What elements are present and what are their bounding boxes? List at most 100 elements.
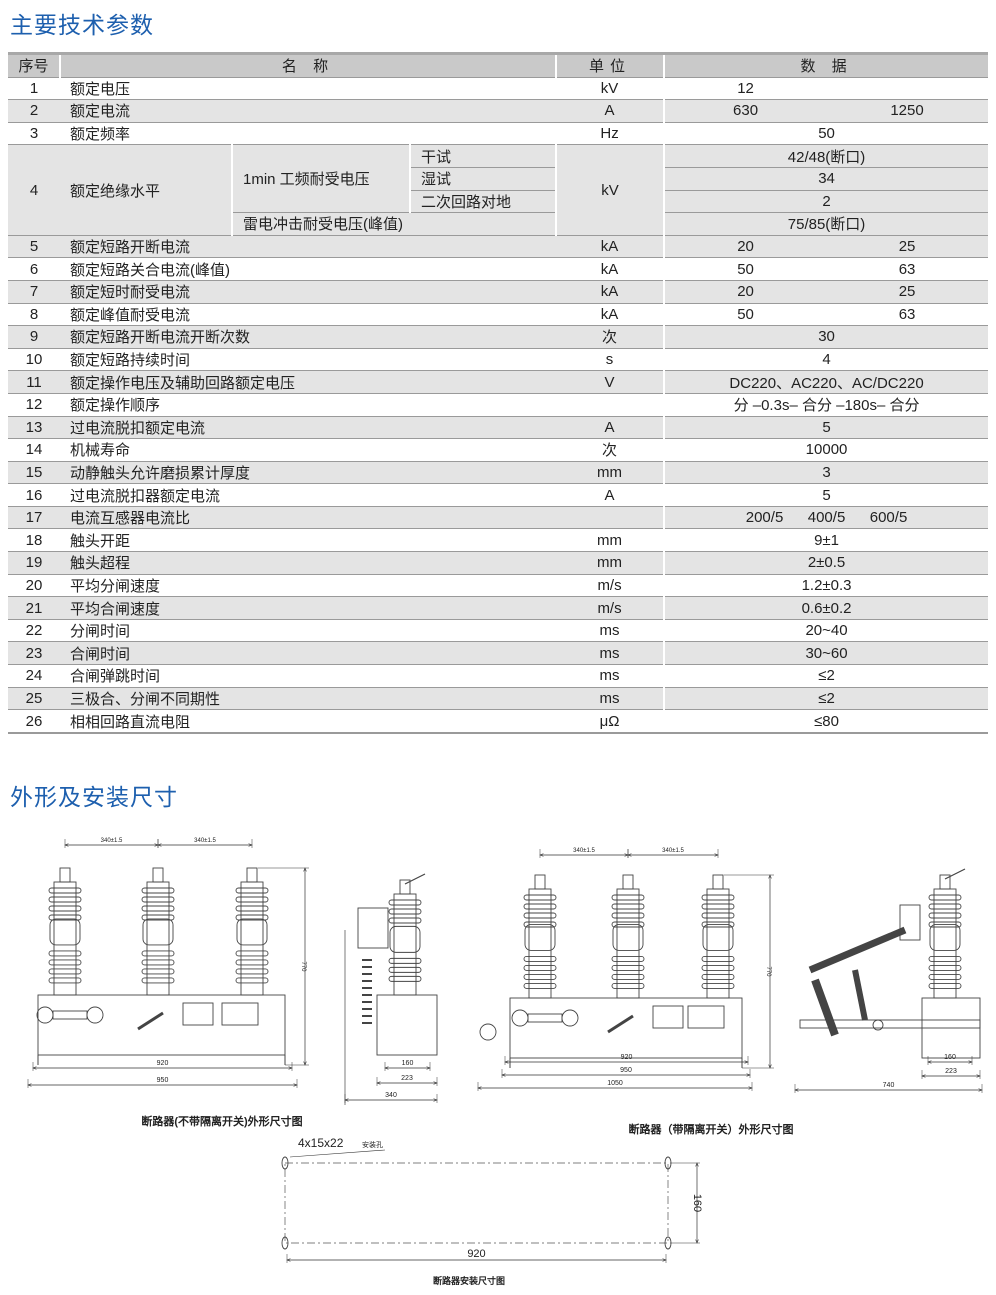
insulator-shed [701,982,735,989]
row-name: 额定短路关合电流(峰值) [60,257,557,281]
row-name: 额定操作顺序 [60,393,557,417]
row-number: 2 [8,99,60,123]
row-unit: kV [556,77,665,101]
counter-window [221,1002,259,1026]
row-unit: A [556,416,665,440]
insulator-shed [701,912,735,919]
handle [404,873,426,885]
isolator-blade [808,926,907,974]
link-ring [36,1006,54,1024]
row-name: 合闸弹跳时间 [60,664,557,688]
insulator-shed [48,914,82,921]
insulator-shed [141,905,175,912]
row-name: 额定短路持续时间 [60,348,557,372]
dimension-label: 770 [765,966,771,977]
row-value: 5 [663,416,989,440]
row-number: 19 [8,551,60,575]
row-number: 14 [8,438,60,462]
drawing-caption: 断路器（带隔离开关）外形尺寸图 [629,1122,794,1136]
header-name: 名 称 [58,52,557,78]
row-number: 16 [8,483,60,507]
row-value: 200/5 [745,509,784,527]
row-number: 17 [8,506,60,530]
row-unit: V [556,370,665,394]
dimension-label: 160 [944,1054,956,1061]
row-name: 平均合闸速度 [60,596,557,620]
row-value: 75/85(断口) [663,212,989,236]
row-name: 触头超程 [60,551,557,575]
insulator-shed [141,887,175,894]
row-value: 50 [663,303,827,327]
row-number: 8 [8,303,60,327]
insulator-shed [701,964,735,971]
sub-label: 湿试 [408,167,557,191]
insulator-shed [388,917,422,924]
isolator-insulator [852,969,868,1021]
row-unit [556,506,665,530]
row-value: 25 [826,235,989,259]
insulator-shed [388,908,422,915]
row-number: 7 [8,280,60,304]
row-number: 6 [8,257,60,281]
insulator-shed [928,982,962,989]
insulator-terminal [152,867,164,883]
section-title-main-parameters: 主要技术参数 [10,13,154,39]
insulator-shed [928,964,962,971]
insulator-body [706,888,730,999]
drawing-caption: 断路器(不带隔离开关)外形尺寸图 [141,1114,302,1128]
row-number: 22 [8,619,60,643]
insulator-body [616,888,640,999]
insulator-shed [388,966,422,973]
row-value: 1250 [826,99,989,123]
row-value: ≤80 [663,709,989,734]
dimension-label: 4x15x22 [298,1136,344,1150]
row-number: 5 [8,235,60,259]
row-value: 分 –0.3s– 合分 –180s– 合分 [663,393,989,417]
insulator-shed [48,887,82,894]
insulator-bulge [929,923,961,951]
row-value: 25 [826,280,989,304]
insulator-shed [701,903,735,910]
row-number: 21 [8,596,60,620]
row-unit: Hz [556,122,665,146]
insulator-shed [48,959,82,966]
row-value: 63 [826,303,989,327]
insulator-shed [388,957,422,964]
frame-box [509,997,743,1059]
row-value: 4 [663,348,989,372]
row-name: 过电流脱扣器额定电流 [60,483,557,507]
power-frequency-group: 1min 工频耐受电压 [231,144,410,214]
row-number: 3 [8,122,60,146]
row-name: 相相回路直流电阻 [60,709,557,734]
operating-box [357,907,389,949]
row-value: 20 [663,280,827,304]
row-number: 23 [8,641,60,666]
dimension-label: 920 [467,1248,485,1260]
cross-bar [799,1019,981,1029]
insulator-bulge [389,925,421,953]
row-value: 3 [663,461,989,485]
indicator-panel [182,1002,214,1026]
link-bar [52,1010,88,1020]
insulator-shed [523,964,557,971]
row-unit: A [556,99,665,123]
insulator-shed [141,968,175,975]
insulator-shed [523,903,557,910]
link-bar [527,1013,563,1023]
row-value: 5 [663,483,989,507]
insulator-shed [235,905,269,912]
row-unit: kV [555,144,665,236]
insulator-shed [48,905,82,912]
